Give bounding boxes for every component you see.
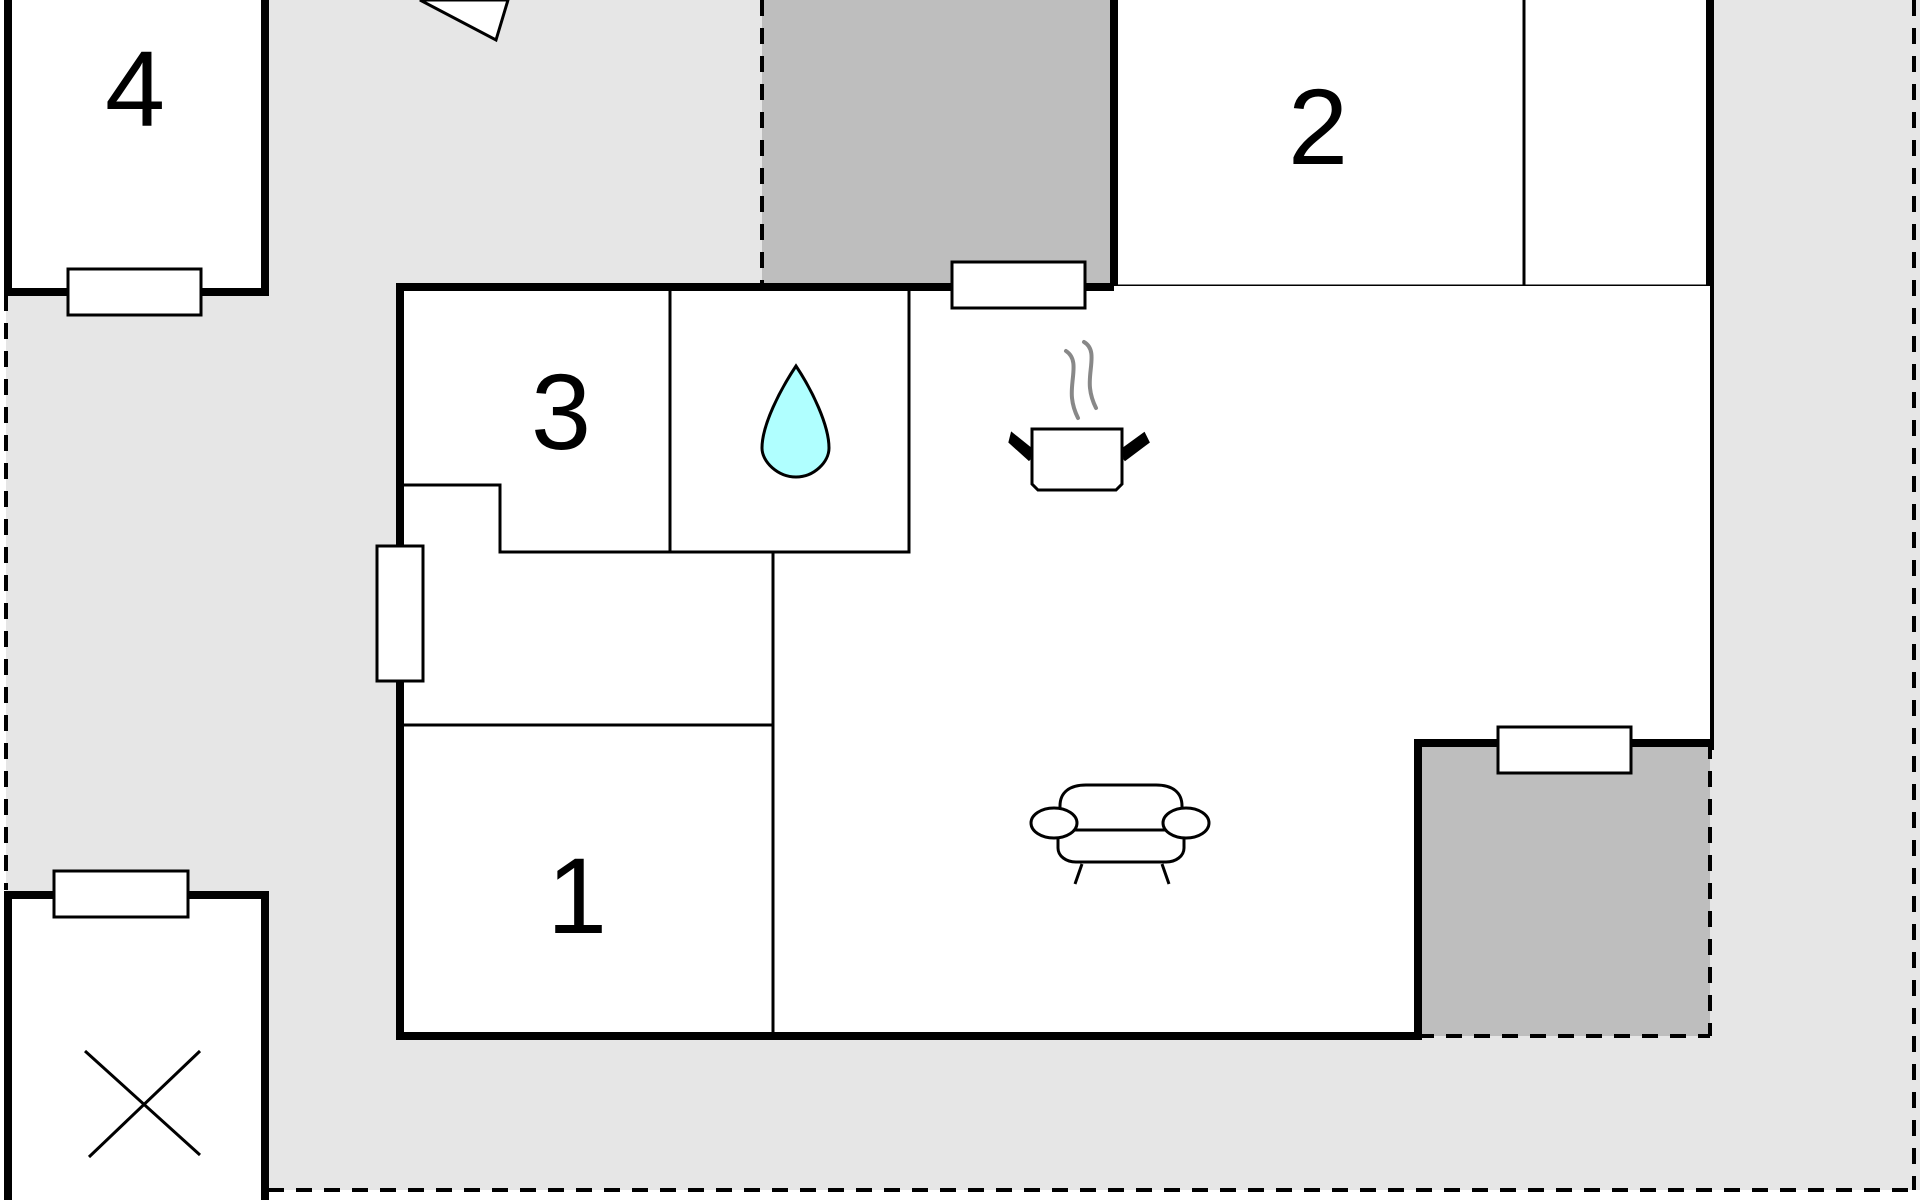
- room-3-label: 3: [531, 351, 591, 472]
- building-storage: [4, 891, 269, 1200]
- window-room-4: [66, 267, 203, 317]
- window-kitchen: [950, 260, 1087, 310]
- cooking-pot-icon: [1008, 340, 1150, 492]
- covered-area-top: [762, 0, 1114, 288]
- main-building-outer-wall: [396, 283, 1710, 1040]
- cross-icon: [83, 1049, 202, 1159]
- room-4-label: 4: [105, 28, 165, 149]
- main-building: [400, 286, 1710, 1036]
- room-2-area: [1114, 0, 1710, 286]
- room-2-label: 2: [1288, 66, 1348, 187]
- sofa-icon: [1029, 783, 1211, 885]
- window-storage: [52, 869, 190, 919]
- room-1-label: 1: [547, 835, 607, 956]
- wall-room-3: [404, 483, 670, 554]
- covered-area-bottom: [1418, 743, 1710, 1036]
- window-living: [1496, 725, 1633, 775]
- entrance-step: [419, 0, 510, 43]
- water-drop-icon: [760, 363, 831, 479]
- wall-bathroom: [668, 290, 911, 554]
- window-west: [375, 544, 425, 683]
